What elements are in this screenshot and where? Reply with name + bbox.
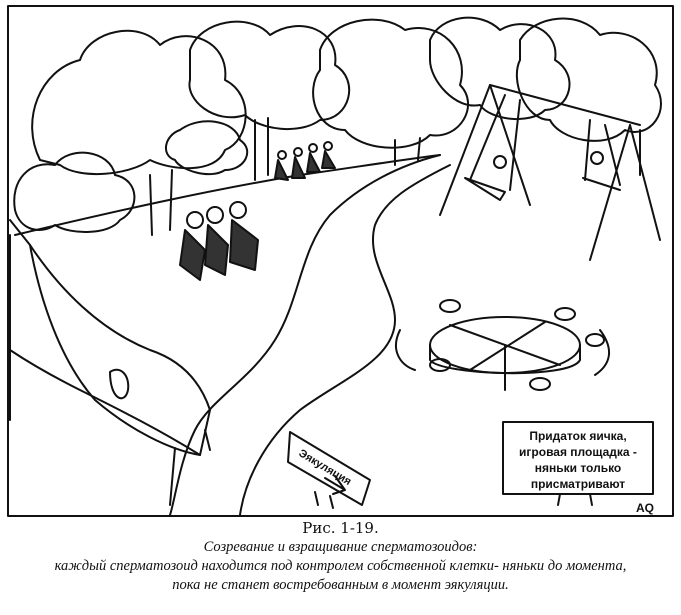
sign-board-line-3: няньки только	[535, 461, 622, 475]
caption-line-2: каждый сперматозоид находится под контро…	[54, 558, 627, 574]
nurse-cell-figures	[179, 141, 336, 281]
picture-frame	[7, 5, 674, 517]
figure-caption: Рис. 1-19. Созревание и взращивание спер…	[0, 518, 681, 595]
trees	[13, 16, 662, 236]
artist-signature: AQ	[636, 501, 654, 515]
sign-board-frame	[502, 421, 654, 506]
sign-board-line-2: игровая площадка -	[519, 445, 637, 459]
sign-board-line-4: присматривают	[531, 477, 625, 491]
path-lines	[9, 154, 451, 516]
merry-go-round	[395, 299, 610, 391]
swing-set	[439, 84, 661, 261]
road-sign-frame	[287, 431, 371, 509]
sign-board: Придаток яичка, игровая площадка - няньк…	[519, 429, 637, 491]
caption-title: Созревание и взращивание сперматозоидов:	[203, 539, 478, 555]
caption-line-3: пока не станет востребованным в момент э…	[172, 577, 509, 593]
slide	[9, 219, 211, 506]
figure-label: Рис. 1-19.	[302, 519, 379, 537]
cartoon-illustration: Придаток яичка, игровая площадка - няньк…	[7, 5, 674, 517]
sign-board-line-1: Придаток яичка,	[529, 429, 626, 443]
